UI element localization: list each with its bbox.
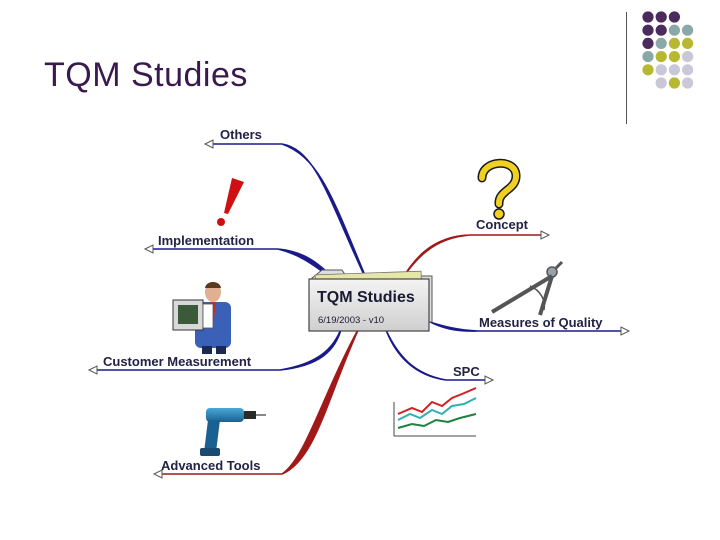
decorative-dot: [642, 37, 654, 50]
decorative-dot-grid: [642, 11, 694, 89]
arrow-head-spc: [484, 375, 495, 385]
central-node-title: TQM Studies: [317, 289, 415, 306]
line-chart-icon: [393, 387, 477, 437]
branch-label-customer-measurement: Customer Measurement: [103, 354, 252, 369]
decorative-dot: [682, 51, 694, 63]
decorative-dot: [655, 24, 667, 36]
decorative-dot: [642, 11, 654, 23]
arrow-head-others: [203, 139, 214, 149]
decorative-dot: [668, 37, 681, 50]
branch-line-others: [206, 143, 373, 293]
title-divider-line: [626, 12, 627, 124]
arrow-head-advanced-tools: [152, 469, 163, 479]
branch-label-spc: SPC: [453, 364, 480, 379]
decorative-dot: [642, 64, 654, 76]
branch-label-concept: Concept: [476, 217, 529, 232]
branch-line-concept: [399, 234, 548, 283]
arrow-head-concept: [540, 230, 551, 240]
decorative-dot: [668, 11, 681, 23]
businessman-icon: [172, 282, 231, 354]
branch-label-advanced-tools: Advanced Tools: [161, 458, 260, 473]
decorative-dot: [642, 51, 654, 63]
decorative-dot: [655, 11, 667, 23]
arrow-head-implementation: [143, 244, 154, 254]
decorative-dot: [682, 24, 694, 36]
exclamation-icon: [217, 178, 244, 226]
arrow-head-measures-of-quality: [620, 326, 631, 336]
decorative-dot: [668, 24, 681, 36]
branch-label-others: Others: [220, 127, 262, 142]
compass-icon: [490, 260, 564, 316]
branch-label-implementation: Implementation: [158, 233, 254, 248]
decorative-dot: [682, 77, 694, 89]
decorative-dot: [682, 64, 694, 76]
central-node: TQM Studies 6/19/2003 - v10: [308, 269, 433, 332]
decorative-dot: [655, 51, 667, 63]
decorative-dot: [642, 24, 654, 36]
decorative-dot: [655, 77, 667, 89]
central-node-date: 6/19/2003 - v10: [318, 315, 384, 326]
arrow-head-customer-measurement: [87, 365, 98, 375]
decorative-dot: [682, 37, 694, 50]
decorative-dot: [655, 37, 667, 50]
slide-title: TQM Studies: [44, 56, 248, 94]
decorative-dot: [668, 64, 681, 76]
folder-icon: [308, 269, 433, 332]
decorative-dot: [668, 51, 681, 63]
question-mark-icon: [477, 158, 521, 220]
arrow-heads: [87, 139, 631, 479]
decorative-dot: [668, 77, 681, 89]
decorative-dot: [655, 64, 667, 76]
drill-icon: [200, 408, 266, 456]
branch-label-measures-of-quality: Measures of Quality: [479, 315, 603, 330]
